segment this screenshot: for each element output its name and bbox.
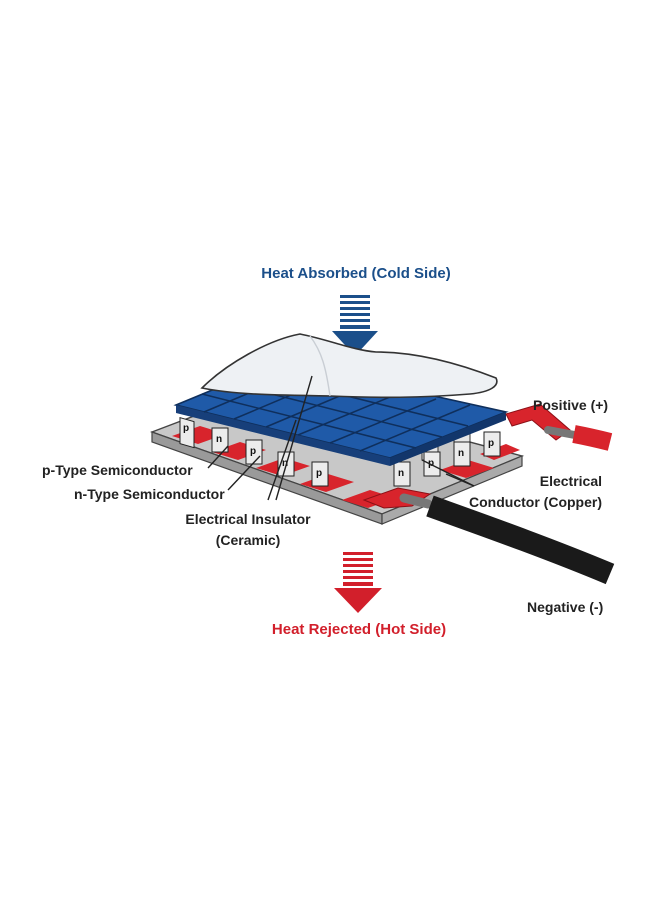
hot-side-arrow-icon — [334, 552, 382, 613]
pellet-mark: p — [183, 423, 189, 434]
cold-side-arrow-icon — [332, 295, 378, 356]
pellet-n: n — [453, 441, 471, 467]
pellet-mark: n — [458, 448, 464, 459]
pellet-p: p — [423, 451, 441, 477]
cooled-object — [200, 333, 498, 399]
pellet-n: n — [211, 427, 229, 453]
positive-terminal — [505, 403, 613, 451]
pellet-mark: p — [316, 468, 322, 479]
heat-absorbed-label: Heat Absorbed (Cold Side) — [261, 265, 451, 282]
p-type-label: p-Type Semiconductor — [42, 462, 193, 478]
pellet-mark: p — [250, 446, 256, 457]
pellet-mark: p — [428, 458, 434, 469]
pellet-mark: n — [282, 458, 288, 469]
pellet-p: p — [245, 439, 263, 465]
positive-label: Positive (+) — [533, 397, 609, 413]
n-type-label: n-Type Semiconductor — [74, 486, 225, 502]
insulator-label-line2: (Ceramic) — [215, 532, 281, 548]
leader-lines — [207, 375, 475, 501]
pellet-n: n — [393, 461, 411, 487]
pellet-mark: n — [216, 434, 222, 445]
pellet-p: p — [483, 431, 501, 457]
heat-rejected-label: Heat Rejected (Hot Side) — [271, 621, 447, 638]
negative-label: Negative (-) — [527, 599, 604, 615]
conductor-label-line2: Conductor (Copper) — [469, 494, 602, 510]
conductor-label-line1: Electrical — [539, 473, 602, 489]
negative-terminal — [362, 487, 615, 585]
pellet-mark: p — [488, 438, 494, 449]
pellet-mark: n — [398, 468, 404, 479]
pellet-p: p — [179, 416, 195, 449]
insulator-label-line1: Electrical Insulator — [185, 511, 311, 527]
pellet-p: p — [311, 461, 329, 487]
